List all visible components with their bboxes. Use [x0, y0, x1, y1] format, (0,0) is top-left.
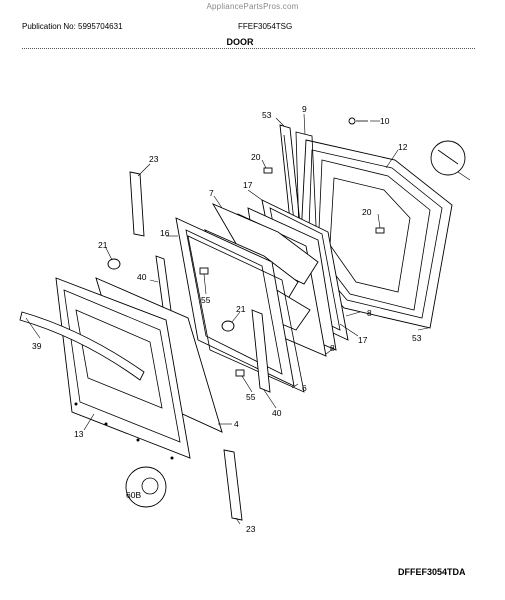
- callout-8-lower: 8: [330, 343, 335, 353]
- site-watermark: AppliancePartsPros.com: [206, 2, 299, 11]
- detail-circle-60b: [125, 466, 167, 508]
- header-divider: [22, 48, 475, 49]
- part-6-frame: [187, 235, 305, 393]
- callout-17-upper: 17: [243, 180, 253, 190]
- part-21-plug-left: [107, 258, 121, 270]
- section-title: DOOR: [226, 37, 254, 47]
- callout-40-lower: 40: [272, 408, 282, 418]
- leader-lines: [25, 113, 429, 525]
- callout-4: 4: [234, 419, 239, 429]
- part-21-plug-right: [221, 320, 235, 332]
- publication-number: Publication No: 5995704631: [22, 22, 123, 31]
- callout-39: 39: [32, 341, 42, 351]
- part-20-clip-lower: [375, 227, 385, 234]
- callout-10: 10: [380, 116, 390, 126]
- callout-9: 9: [302, 104, 307, 114]
- callout-8-right: 8: [367, 308, 372, 318]
- callout-23-upper: 23: [149, 154, 159, 164]
- part-55-bracket-upper: [199, 267, 209, 275]
- callout-40-upper: 40: [137, 272, 147, 282]
- part-40-strip-right: [251, 309, 271, 393]
- part-55-bracket-lower: [235, 369, 245, 377]
- callout-7: 7: [209, 188, 214, 198]
- callout-60b: 60B: [126, 490, 141, 500]
- part-10-screw: [348, 117, 368, 125]
- callout-20-upper: 20: [251, 152, 261, 162]
- model-number: FFEF3054TSG: [238, 22, 293, 31]
- part-39-handle: [19, 311, 145, 381]
- part-23-hinge-lower: [223, 449, 243, 521]
- callout-13: 13: [74, 429, 84, 439]
- callout-6: 6: [302, 383, 307, 393]
- part-20-clip-upper: [263, 167, 273, 174]
- callout-16: 16: [160, 228, 170, 238]
- callout-21-left: 21: [98, 240, 108, 250]
- callout-17-lower: 17: [358, 335, 368, 345]
- callout-53-lower: 53: [412, 333, 422, 343]
- callout-20-lower: 20: [362, 207, 372, 217]
- callout-12: 12: [398, 142, 408, 152]
- detail-circle-12: [430, 140, 471, 181]
- callout-23-lower: 23: [246, 524, 256, 534]
- diagram-code: DFFEF3054TDA: [398, 567, 466, 577]
- callout-53-upper: 53: [262, 110, 272, 120]
- callout-55-upper: 55: [201, 295, 211, 305]
- callout-55-lower: 55: [246, 392, 256, 402]
- callout-21-right: 21: [236, 304, 246, 314]
- part-23-hinge-upper: [129, 171, 145, 237]
